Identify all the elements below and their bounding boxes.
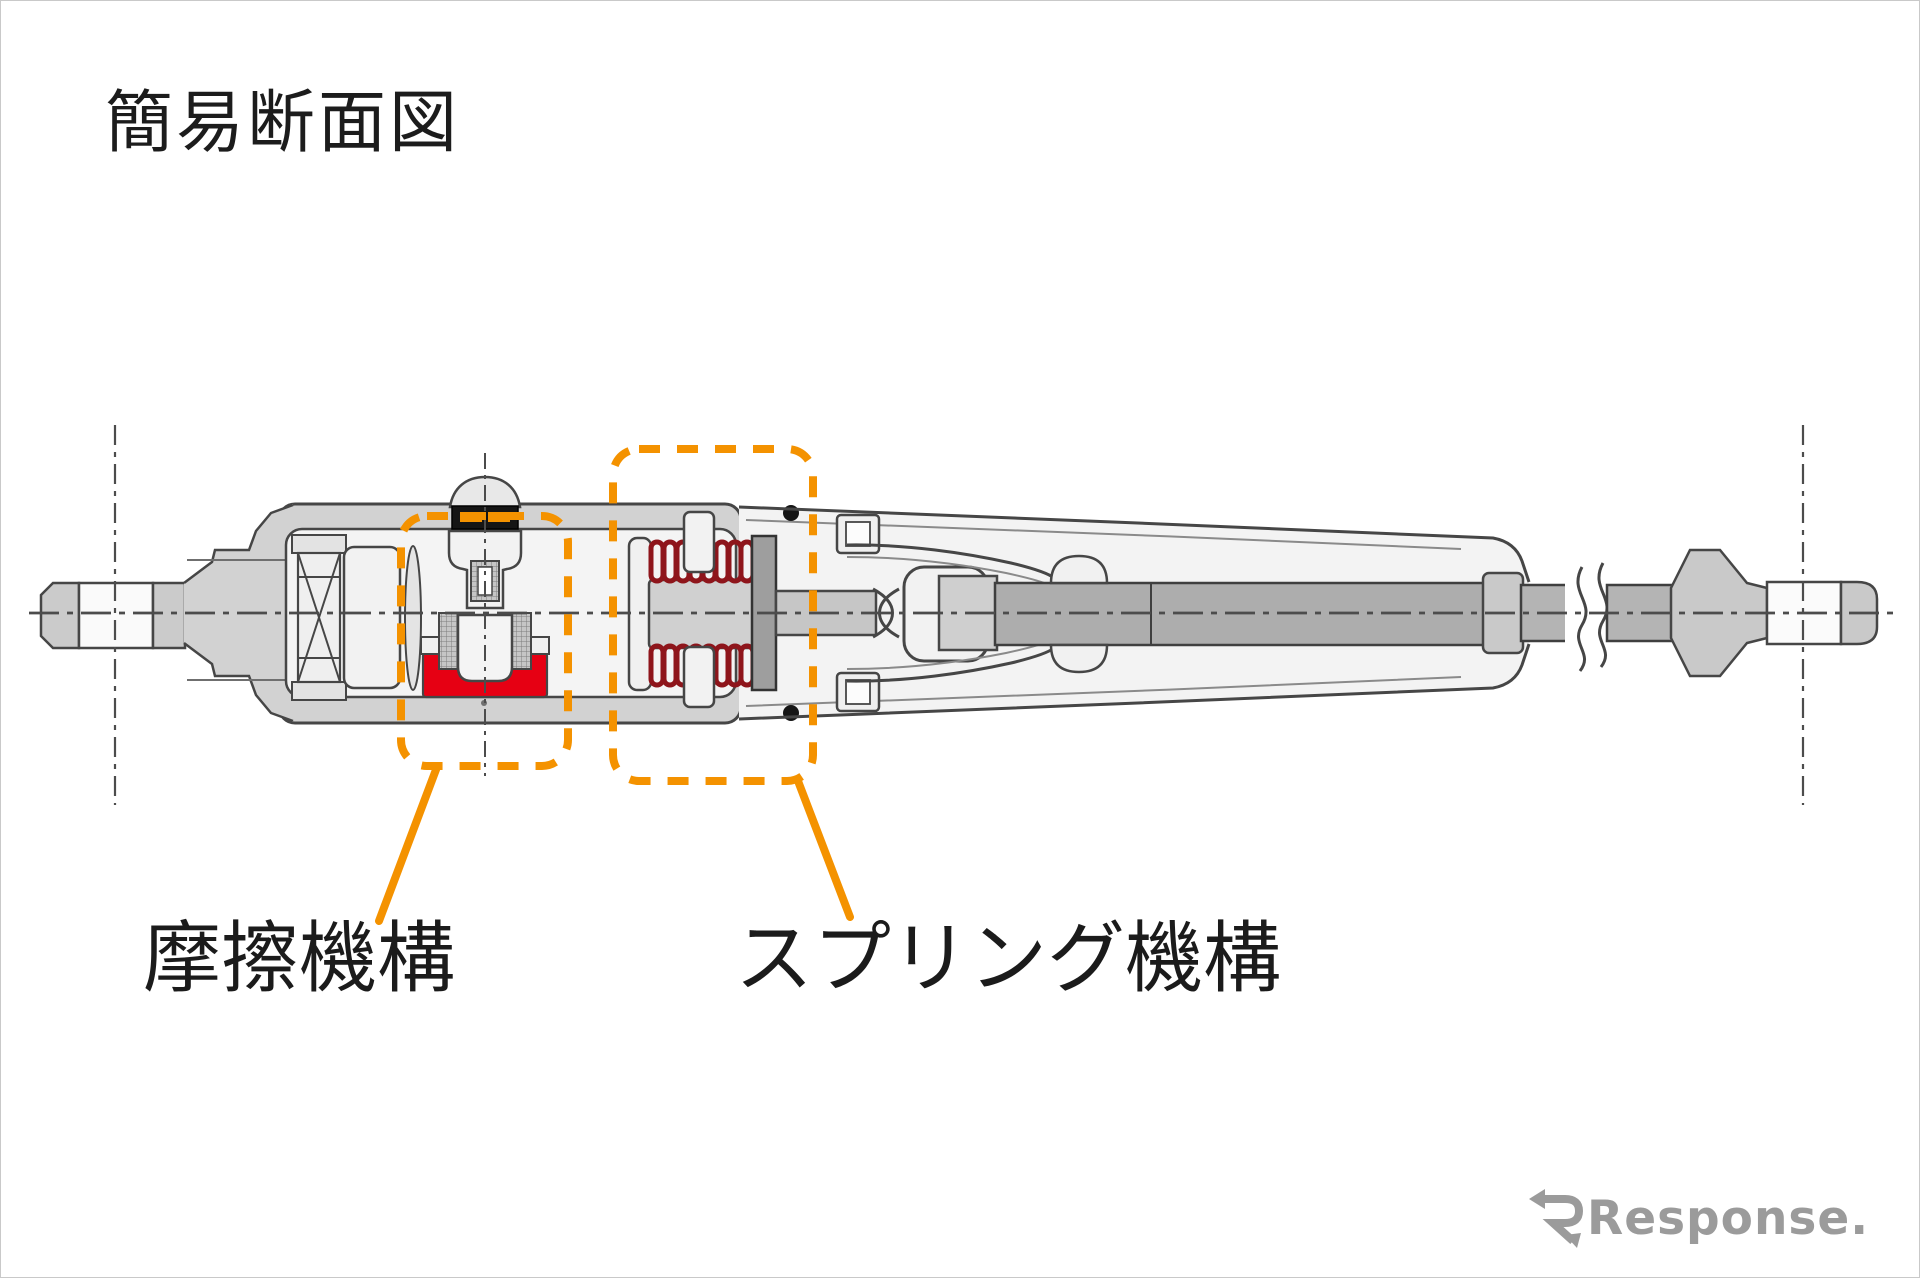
spring-guide-top xyxy=(682,510,716,574)
spring-guide-bottom xyxy=(682,645,716,709)
friction-leader-line xyxy=(375,763,441,925)
friction-annotation-box xyxy=(397,512,572,770)
annotation-overlays xyxy=(375,445,854,925)
response-logo: Response. xyxy=(1527,1177,1869,1249)
left-stub-shaft xyxy=(39,581,187,650)
friction-label: 摩擦機構 xyxy=(143,914,456,1002)
shaft-break xyxy=(1565,562,1609,672)
spring-label: スプリング機構 xyxy=(735,914,1282,1002)
spring-leader-line xyxy=(794,777,854,921)
response-arrow-icon xyxy=(1529,1189,1584,1248)
friction-pad-right xyxy=(510,612,532,670)
disc-washer xyxy=(404,545,422,691)
page-title: 簡易断面図 xyxy=(105,85,461,161)
bell-outline xyxy=(738,505,1531,721)
spring-mechanism xyxy=(627,505,799,721)
response-logo-text: Response. xyxy=(1587,1191,1870,1246)
friction-mechanism xyxy=(420,475,550,706)
piston-block xyxy=(342,545,402,690)
centerlines xyxy=(29,425,1893,805)
thrust-bearing xyxy=(291,534,347,701)
friction-pad-left xyxy=(438,612,460,670)
spring-annotation-box xyxy=(609,445,817,785)
